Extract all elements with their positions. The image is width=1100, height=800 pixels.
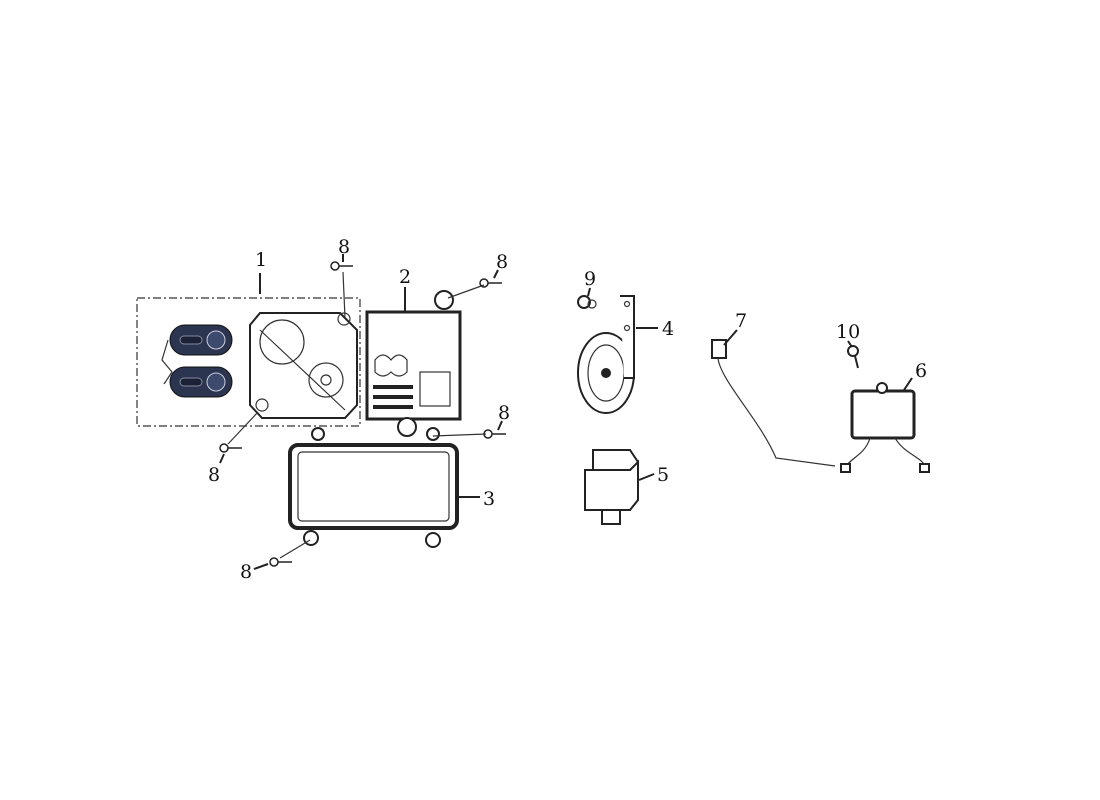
callout-8: 8 (240, 561, 252, 583)
screw (483, 429, 506, 439)
controller-box (365, 290, 462, 437)
callout-10: 10 (836, 321, 860, 343)
wire-harness (711, 339, 836, 467)
key-fob-bottom (161, 339, 233, 398)
module (840, 382, 930, 473)
receiver-unit (249, 312, 358, 419)
relay (584, 449, 640, 525)
callout-8: 8 (208, 464, 220, 486)
callout-8: 8 (338, 236, 350, 258)
leader-lines (219, 254, 913, 570)
screw (269, 557, 292, 567)
callout-1: 1 (255, 249, 267, 271)
callout-8: 8 (496, 251, 508, 273)
callout-7: 7 (735, 310, 747, 332)
box-cover (288, 427, 459, 548)
key-fob-top (169, 324, 233, 356)
callout-8: 8 (498, 402, 510, 424)
nut (577, 295, 597, 309)
callout-2: 2 (399, 266, 411, 288)
screw-icons (219, 261, 506, 567)
bolt (847, 345, 859, 369)
callout-5: 5 (657, 464, 669, 486)
callout-3: 3 (483, 488, 495, 510)
screw (219, 443, 242, 453)
callout-9: 9 (584, 268, 596, 290)
screw (330, 261, 353, 271)
callout-6: 6 (915, 360, 927, 382)
horn (577, 295, 635, 414)
callout-4: 4 (662, 318, 674, 340)
screw (479, 278, 502, 288)
